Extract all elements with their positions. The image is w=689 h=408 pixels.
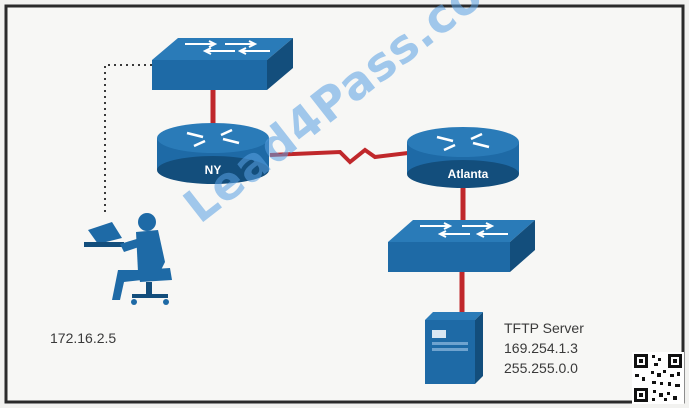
tftp-server-mask: 255.255.0.0 (504, 360, 578, 376)
screen-border (4, 4, 685, 404)
router-atlanta-label: Atlanta (447, 167, 489, 181)
router-ny-label: NY (204, 163, 222, 177)
tftp-server-title: TFTP Server (504, 320, 584, 336)
qr-code-icon (632, 352, 684, 404)
user-laptop-icon (84, 213, 172, 305)
switch-bottom-icon (388, 220, 535, 272)
tftp-server-ip: 169.254.1.3 (504, 340, 578, 356)
tftp-server-icon (425, 312, 483, 384)
serial-link-ny-atlanta (269, 147, 409, 165)
router-ny-icon (157, 123, 269, 184)
host-ip-label: 172.16.2.5 (50, 330, 117, 346)
router-atlanta-icon (407, 127, 519, 188)
switch-top-icon (152, 38, 293, 90)
